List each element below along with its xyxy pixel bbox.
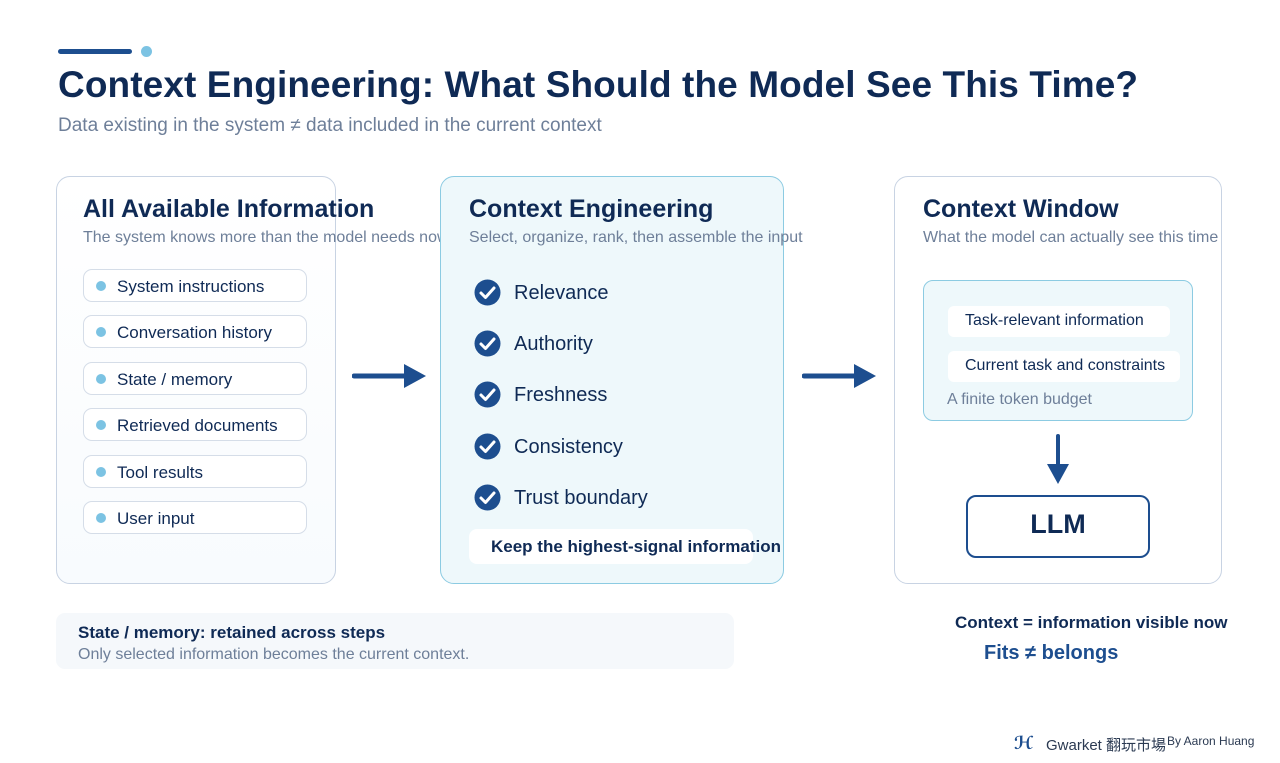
bullet-dot: [96, 512, 106, 523]
info-item-label: State / memory: [117, 369, 233, 389]
context-engineering-title: Context Engineering: [469, 195, 714, 223]
check-circle-icon: [474, 330, 501, 357]
info-item-label: Tool results: [117, 462, 203, 482]
accent-bar: [58, 49, 132, 54]
note-body: Only selected information becomes the cu…: [78, 646, 470, 663]
right-arrow-icon: [802, 364, 876, 388]
page-title: Context Engineering: What Should the Mod…: [58, 64, 1139, 105]
fits-vs-belongs: Fits ≠ belongs: [984, 642, 1119, 664]
brand-logo-icon: ℋ: [1014, 733, 1033, 753]
check-circle-icon: [474, 484, 501, 511]
window-item-current-task: Current task and constraints: [948, 351, 1180, 382]
bullet-dot: [96, 466, 106, 477]
info-item-system-instructions: System instructions: [83, 269, 307, 302]
state-memory-note: State / memory: retained across steps On…: [56, 613, 734, 669]
info-item-label: Conversation history: [117, 323, 272, 343]
info-item-label: Retrieved documents: [117, 416, 278, 436]
accent-dot: [141, 46, 152, 57]
right-arrow-icon: [352, 364, 426, 388]
available-information-list: System instructions Conversation history…: [83, 269, 307, 547]
bullet-dot: [96, 327, 106, 338]
bullet-dot: [96, 373, 106, 384]
available-information-subtitle: The system knows more than the model nee…: [83, 229, 449, 246]
check-circle-icon: [474, 381, 501, 408]
llm-box: LLM: [966, 495, 1150, 558]
context-definition: Context = information visible now: [955, 613, 1228, 632]
available-information-title: All Available Information: [83, 195, 375, 223]
window-item-task-relevant: Task-relevant information: [948, 306, 1170, 337]
context-window-box: Task-relevant information Current task a…: [923, 280, 1193, 421]
bullet-dot: [96, 281, 106, 291]
check-circle-icon: [474, 279, 501, 306]
highest-signal-label: Keep the highest-signal information: [491, 537, 781, 556]
info-item-conversation-history: Conversation history: [83, 315, 307, 349]
highest-signal-box: Keep the highest-signal information: [469, 529, 781, 564]
info-item-state-memory: State / memory: [83, 361, 307, 395]
window-item-label: Task-relevant information: [965, 312, 1144, 329]
page-subtitle: Data existing in the system ≠ data inclu…: [58, 115, 602, 136]
bullet-dot: [96, 420, 106, 431]
criterion-label: Freshness: [514, 384, 608, 407]
context-window-subtitle: What the model can actually see this tim…: [923, 229, 1219, 246]
criterion-label: Consistency: [514, 435, 623, 458]
check-circle-icon: [474, 433, 501, 460]
context-window-title: Context Window: [923, 195, 1119, 223]
criterion-label: Trust boundary: [514, 486, 648, 509]
info-item-label: System instructions: [117, 277, 265, 296]
criterion-label: Authority: [514, 333, 593, 356]
context-engineering-panel: [440, 176, 784, 584]
info-item-user-input: User input: [83, 500, 307, 534]
llm-label: LLM: [1030, 509, 1086, 539]
brand-name: Gwarket 翻玩市場: [1046, 737, 1167, 754]
down-arrow-icon: [1047, 434, 1069, 484]
note-title: State / memory: retained across steps: [78, 623, 386, 642]
context-engineering-subtitle: Select, organize, rank, then assemble th…: [469, 229, 803, 246]
info-item-tool-results: Tool results: [83, 454, 307, 488]
token-budget-label: A finite token budget: [947, 391, 1092, 408]
criterion-label: Relevance: [514, 282, 609, 304]
info-item-retrieved-documents: Retrieved documents: [83, 408, 307, 442]
brand-author: By Aaron Huang: [1167, 734, 1255, 748]
info-item-label: User input: [117, 508, 195, 528]
window-item-label: Current task and constraints: [965, 357, 1166, 374]
